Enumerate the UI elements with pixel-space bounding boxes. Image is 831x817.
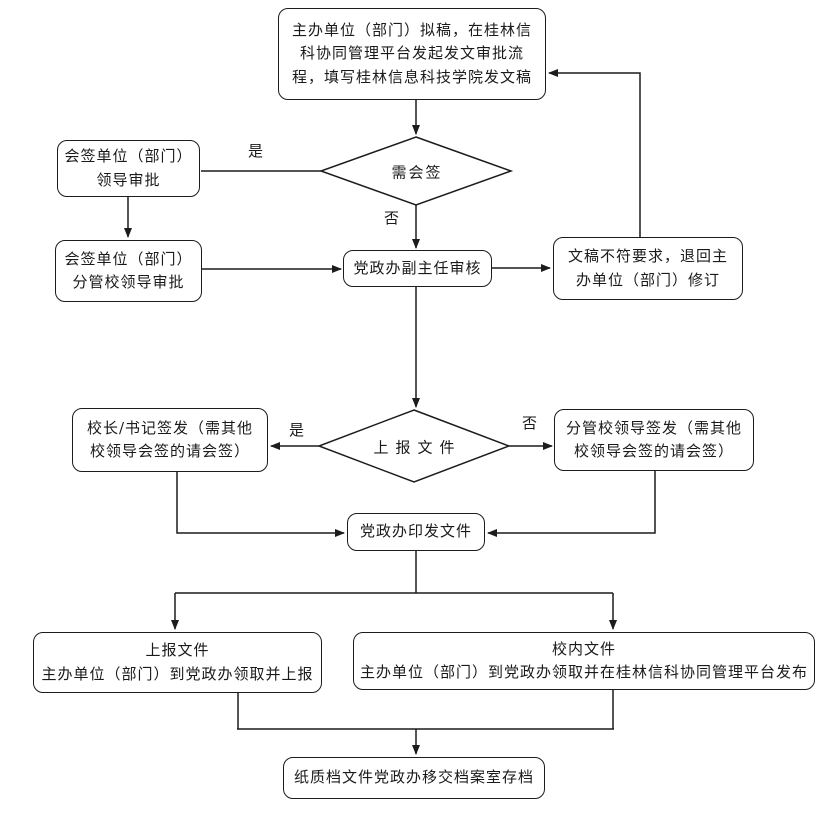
archive-node: 纸质档文件党政办移交档案室存档 [283, 757, 545, 799]
edge-vicesign-to-issue [487, 471, 656, 537]
start-node-line: 程，填写桂林信息科技学院发文稿 [291, 67, 532, 86]
reject-node-line: 文稿不符要求，退回主 [567, 247, 728, 266]
reject-node-line: 办单位（部门）修订 [575, 270, 720, 289]
countersign-leader-node: 会签单位（部门） 领导审批 [57, 140, 200, 197]
president-sign-node: 校长/书记签发（需其他 校领导会签的请会签） [72, 408, 268, 472]
decision-countersign-diamond [318, 136, 514, 206]
decision-report-label: 上报文件 [373, 438, 462, 457]
start-node: 主办单位（部门）拟稿，在桂林信 科协同管理平台发起发文审批流 程，填写桂林信息科… [278, 8, 546, 100]
decision-countersign-label: 需会签 [391, 163, 443, 182]
internal-file-line: 校内文件 [551, 639, 616, 658]
report-file-node: 上报文件 主办单位（部门）到党政办领取并上报 [33, 632, 322, 693]
start-node-line: 科协同管理平台发起发文审批流 [299, 44, 524, 63]
vice-sign-node: 分管校领导签发（需其他 校领导会签的请会签） [554, 409, 754, 471]
edge-reject-loop-to-start [548, 69, 641, 237]
reject-node: 文稿不符要求，退回主 办单位（部门）修订 [553, 237, 743, 300]
countersign-vice-node: 会签单位（部门） 分管校领导审批 [55, 240, 202, 302]
countersign-leader-line: 会签单位（部门） [64, 147, 193, 166]
report-file-line: 上报文件 [145, 641, 210, 660]
decision-report-yes-label: 是 [289, 421, 305, 439]
review-node: 党政办副主任审核 [343, 250, 492, 287]
start-node-line: 主办单位（部门）拟稿，在桂林信 [291, 21, 532, 40]
vice-sign-line: 校领导会签的请会签） [573, 442, 734, 460]
issue-node: 党政办印发文件 [347, 513, 485, 551]
decision-countersign-no-label: 否 [384, 209, 400, 227]
decision-countersign-yes-label: 是 [248, 142, 264, 160]
president-sign-line: 校领导会签的请会签） [89, 442, 250, 460]
internal-file-line: 主办单位（部门）到党政办领取并在桂林信科协同管理平台发布 [359, 663, 808, 681]
countersign-vice-line: 会签单位（部门） [64, 249, 193, 268]
decision-report-diamond [316, 409, 512, 483]
decision-report-no-label: 否 [522, 414, 538, 432]
edge-president-to-issue [176, 472, 345, 537]
countersign-leader-line: 领导审批 [96, 170, 161, 189]
report-file-line: 主办单位（部门）到党政办领取并上报 [41, 664, 314, 683]
internal-file-node: 校内文件 主办单位（部门）到党政办领取并在桂林信科协同管理平台发布 [353, 632, 815, 690]
countersign-vice-line: 分管校领导审批 [72, 273, 185, 291]
president-sign-line: 校长/书记签发（需其他 [86, 418, 254, 437]
vice-sign-line: 分管校领导签发（需其他 [565, 418, 742, 437]
